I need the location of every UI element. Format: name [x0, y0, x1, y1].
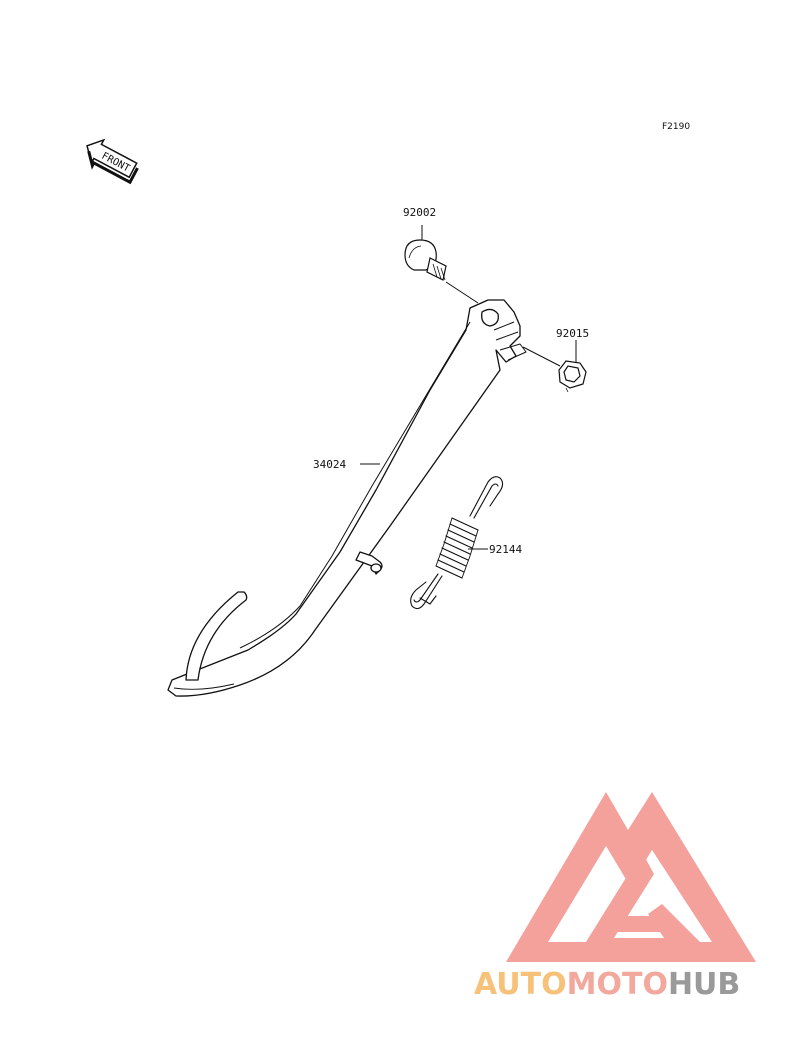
logo-wordmark: AUTOMOTOHUB — [474, 967, 740, 1002]
logo-word-hub: HUB — [668, 967, 740, 1002]
part-number-bolt: 92002 — [403, 206, 436, 219]
bolt-part — [404, 225, 479, 304]
part-number-nut: 92015 — [556, 327, 589, 340]
front-direction-arrow-icon: FRONT — [86, 138, 139, 185]
part-number-spring: 92144 — [489, 543, 522, 556]
nut-part — [522, 340, 587, 393]
side-stand-part — [167, 299, 527, 697]
automotohub-logo — [506, 792, 756, 962]
logo-word-moto: MOTO — [567, 967, 668, 1002]
part-number-stand: 34024 — [313, 458, 346, 471]
spring-part — [410, 476, 504, 610]
figure-reference: F2190 — [662, 122, 690, 132]
logo-word-auto: AUTO — [474, 967, 567, 1002]
